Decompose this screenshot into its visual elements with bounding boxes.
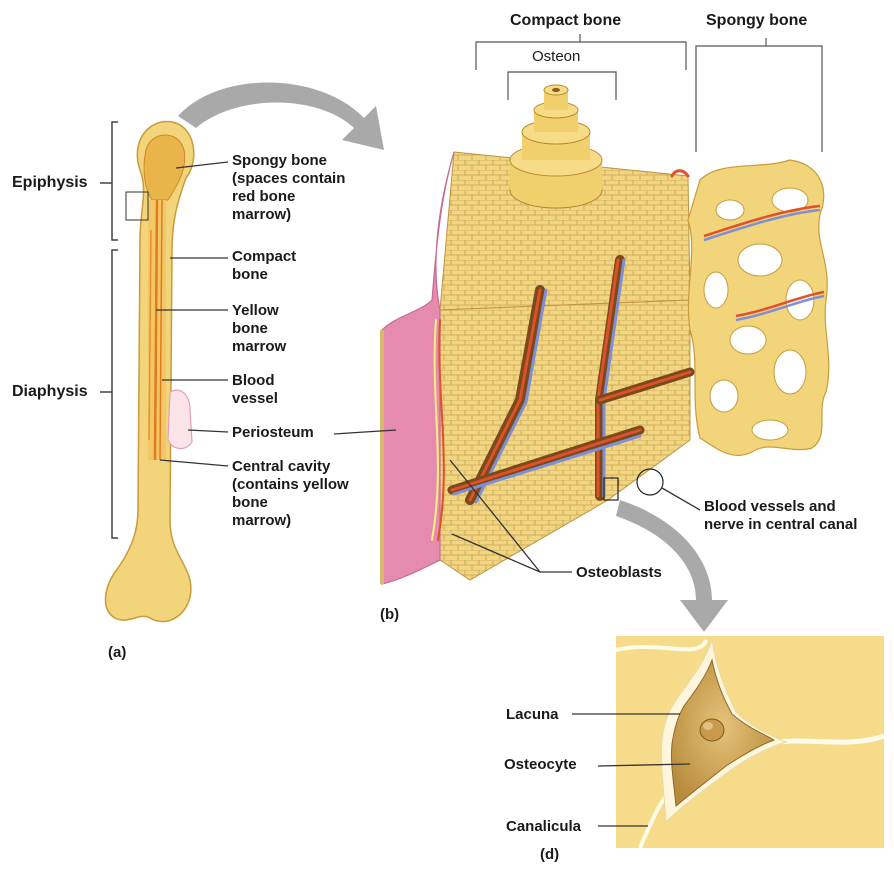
panel-b-label: (b) (380, 606, 400, 623)
blood-vessel-label: Blood vessel (232, 372, 278, 407)
spongy-bone-bracket (695, 45, 823, 152)
osteon-label: Osteon (532, 48, 581, 65)
diaphysis-bracket (111, 249, 118, 539)
compact-bone-label: Compact bone (232, 248, 297, 283)
osteocyte-panel (572, 636, 885, 849)
nucleus (699, 718, 725, 742)
arrow-b-to-d (616, 500, 728, 632)
spongy-bone-label: Spongy bone (spaces contain red bone mar… (232, 152, 346, 223)
blood-vessels-nerve-label: Blood vessels and nerve in central canal (704, 498, 858, 533)
osteon-tower (509, 84, 603, 209)
periosteum-label: Periosteum (232, 424, 314, 441)
epiphysis-bracket (111, 121, 118, 241)
osteocyte-label: Osteocyte (504, 756, 577, 773)
central-cavity-label: Central cavity (contains yellow bone mar… (232, 458, 349, 529)
bone-block (333, 34, 830, 585)
canalicula-label: Canalicula (506, 818, 582, 835)
yellow-bone-marrow-label: Yellow bone marrow (232, 302, 287, 355)
compact-bone-header: Compact bone (510, 12, 622, 29)
central-canals (431, 169, 695, 541)
panel-a-label: (a) (108, 644, 127, 661)
osteoblasts-label: Osteoblasts (576, 564, 662, 581)
arrow-a-to-b (178, 82, 384, 150)
panel-d-label: (d) (540, 846, 560, 863)
long-bone (100, 120, 229, 623)
compact-bone-bracket (475, 41, 687, 70)
lacuna-label: Lacuna (506, 706, 559, 723)
periosteum-flap (167, 389, 193, 450)
epiphysis-label: Epiphysis (12, 174, 88, 191)
spongy-bone-header: Spongy bone (706, 12, 808, 29)
diaphysis-label: Diaphysis (12, 383, 88, 400)
osteon-bracket (507, 71, 617, 100)
spongy-holes (703, 187, 815, 441)
